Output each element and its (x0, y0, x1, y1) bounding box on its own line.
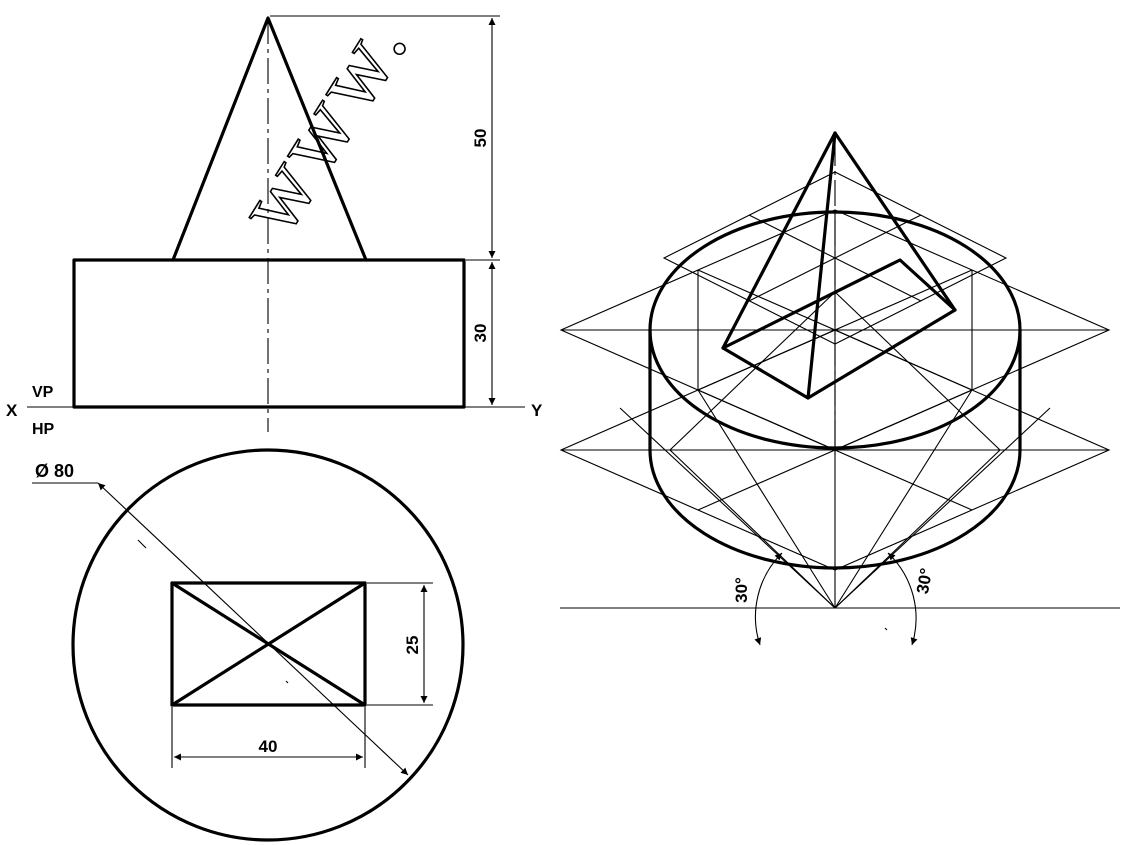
iso-construction-line (619, 407, 836, 609)
iso-cylinder-bottom-arc (648, 448, 1022, 570)
isometric-view: 30° 30° (559, 131, 1120, 646)
watermark-text: www. (215, 0, 429, 251)
cylinder-top-view (71, 448, 465, 842)
rect-depth-label: 25 (403, 636, 422, 655)
iso-pyramid-base (721, 258, 957, 400)
pyramid-height-label: 50 (471, 129, 490, 148)
iso-pyramid-edge (806, 131, 837, 400)
y-label: Y (531, 401, 543, 420)
top-view: Ø 80 25 40 (32, 448, 465, 842)
stray-mark (285, 680, 289, 684)
stray-mark (884, 627, 888, 631)
diameter-leader-line (97, 482, 409, 776)
vp-label: VP (32, 384, 54, 401)
rect-width-label: 40 (259, 737, 278, 756)
iso-pyramid-edge (833, 131, 957, 312)
iso-construction-line (834, 389, 973, 609)
angle-label-left: 30° (732, 577, 751, 603)
angle-arc-left (754, 552, 783, 646)
watermark: www. (215, 0, 430, 251)
cylinder-height-label: 30 (471, 324, 490, 343)
iso-pyramid-edge (721, 131, 837, 350)
cylinder-front-view (72, 258, 466, 409)
angle-label-right: 30° (913, 567, 936, 596)
diameter-tick (137, 539, 147, 549)
front-view: X Y VP HP 50 30 (6, 15, 543, 438)
iso-construction-line (697, 389, 836, 609)
diameter-label: Ø 80 (35, 461, 74, 481)
x-label: X (6, 401, 18, 420)
hp-label: HP (32, 421, 55, 438)
iso-construction-line (834, 407, 1051, 609)
angle-arc-right (887, 552, 918, 646)
